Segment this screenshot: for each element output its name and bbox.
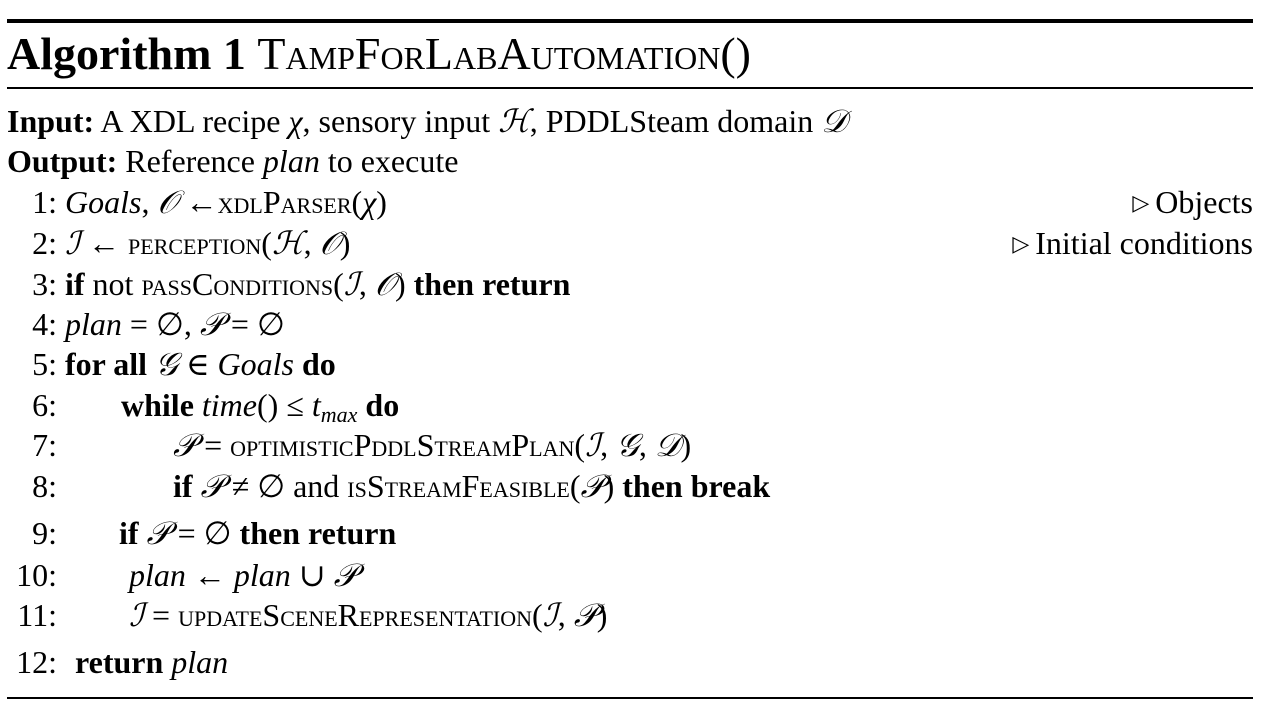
line-number: 1: (32, 184, 57, 220)
line-content: plan = ∅, 𝒫 = ∅ (65, 305, 285, 343)
algo-line-3: 3: if not passConditions(ℐ, 𝒪) then retu… (7, 264, 1253, 304)
algo-line-12: 12: return plan (7, 642, 1253, 682)
algo-line-9: 9: if 𝒫 = ∅ then return (7, 513, 1253, 553)
algo-line-1: 1: Goals, 𝒪 ←xdlParser(χ) ▷Objects (7, 182, 1253, 222)
line-number: 3: (32, 266, 57, 302)
line-content: Goals, 𝒪 ←xdlParser(χ) (65, 183, 387, 221)
bottom-rule (7, 697, 1253, 699)
line-number: 12: (16, 644, 57, 680)
line-content: if 𝒫 = ∅ then return (119, 514, 397, 552)
line-number: 5: (32, 346, 57, 382)
line-number: 2: (32, 225, 57, 261)
algorithm-title: Algorithm 1 TampForLabAutomation() (7, 23, 751, 85)
algo-line-5: 5: for all 𝒢 ∈ Goals do (7, 344, 1253, 384)
line-number: 11: (17, 597, 57, 633)
line-number: 9: (32, 515, 57, 551)
algo-line-4: 4: plan = ∅, 𝒫 = ∅ (7, 304, 1253, 344)
input-label: Input: (7, 103, 95, 139)
input-text-1: A XDL recipe (100, 103, 289, 139)
top-rule (7, 19, 1253, 23)
line-content: ℐ = updateSceneRepresentation(ℐ, 𝒫) (129, 596, 608, 634)
line-content: for all 𝒢 ∈ Goals do (65, 345, 336, 383)
output-plan-symbol: plan (262, 143, 320, 179)
line-comment: ▷Initial conditions (1012, 225, 1253, 261)
output-text-1: Reference (125, 143, 263, 179)
line-number: 8: (32, 468, 57, 504)
line-content: while time() ≤ tmax do (121, 387, 400, 427)
line-comment: ▷Objects (1132, 184, 1253, 220)
algo-line-7: 7: 𝒫 = optimisticPddlStreamPlan(ℐ, 𝒢, 𝒟) (7, 425, 1253, 465)
input-text-3: , PDDLSteam domain (529, 103, 822, 139)
input-sensory-symbol: ℋ (498, 102, 530, 140)
line-number: 7: (32, 427, 57, 463)
line-content: if 𝒫 ≠ ∅ and isStreamFeasible(𝒫) then br… (173, 467, 771, 505)
algo-line-6: 6: while time() ≤ tmax do (7, 385, 1253, 427)
algo-line-8: 8: if 𝒫 ≠ ∅ and isStreamFeasible(𝒫) then… (7, 466, 1253, 506)
comment-triangle-icon: ▷ (1012, 231, 1030, 256)
line-content: return plan (75, 644, 229, 680)
algorithm-name: TampForLabAutomation() (257, 28, 751, 79)
input-recipe-symbol: χ (288, 103, 303, 139)
line-number: 6: (32, 387, 57, 423)
line-number: 10: (16, 557, 57, 593)
comment-triangle-icon: ▷ (1132, 190, 1150, 215)
line-number: 4: (32, 306, 57, 342)
algorithm-label: Algorithm 1 (7, 28, 246, 79)
line-content: plan ← plan ∪ 𝒫 (129, 556, 357, 594)
input-domain-symbol: 𝒟 (821, 102, 847, 140)
line-content: 𝒫 = optimisticPddlStreamPlan(ℐ, 𝒢, 𝒟) (173, 426, 692, 464)
line-content: ℐ ← perception(ℋ, 𝒪) (65, 224, 351, 262)
output-line: Output: Reference plan to execute (7, 141, 1253, 181)
output-text-2: to execute (319, 143, 459, 179)
input-line: Input: A XDL recipe χ, sensory input ℋ, … (7, 101, 1253, 141)
algo-line-2: 2: ℐ ← perception(ℋ, 𝒪) ▷Initial conditi… (7, 223, 1253, 263)
output-label: Output: (7, 143, 118, 179)
algo-line-10: 10: plan ← plan ∪ 𝒫 (7, 555, 1253, 595)
algo-line-11: 11: ℐ = updateSceneRepresentation(ℐ, 𝒫) (7, 595, 1253, 635)
title-rule (7, 87, 1253, 89)
input-text-2: , sensory input (302, 103, 499, 139)
line-content: if not passConditions(ℐ, 𝒪) then return (65, 265, 571, 303)
